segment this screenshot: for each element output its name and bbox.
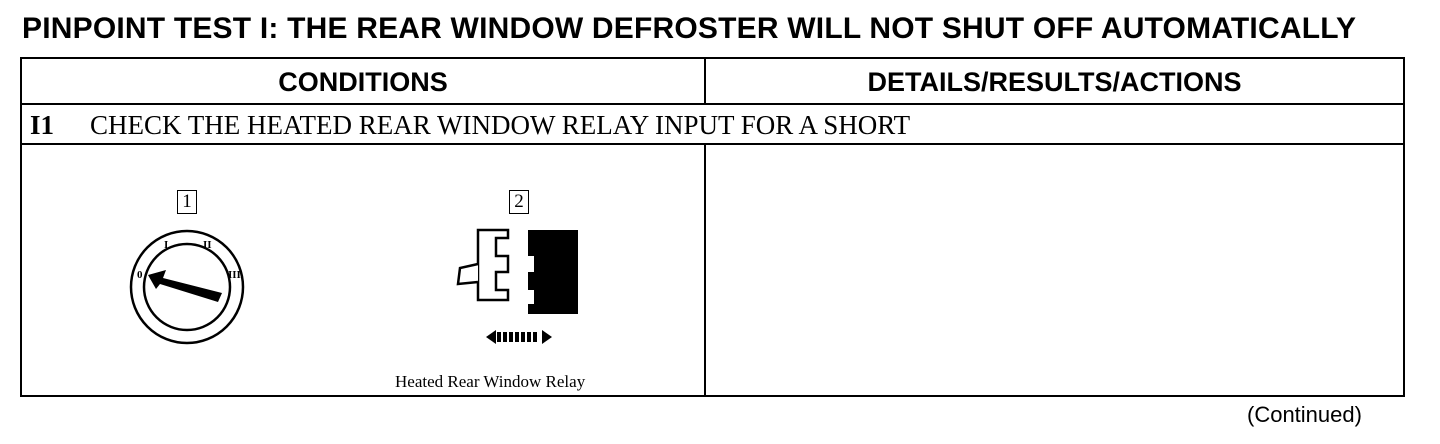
arrow-left-icon xyxy=(486,330,496,344)
key-pointer-icon xyxy=(148,270,222,302)
step-title: CHECK THE HEATED REAR WINDOW RELAY INPUT… xyxy=(90,110,911,140)
step-rule xyxy=(22,143,1403,145)
relay-connector-icon xyxy=(456,228,578,344)
position-0-label: 0 xyxy=(137,269,143,281)
callout-1: 1 xyxy=(177,190,197,214)
page-title: PINPOINT TEST I: THE REAR WINDOW DEFROST… xyxy=(22,12,1357,45)
callout-2: 2 xyxy=(509,190,529,214)
body-divider xyxy=(704,145,706,395)
position-iii-label: III xyxy=(228,269,241,281)
conditions-header: CONDITIONS xyxy=(278,67,448,97)
ignition-switch-icon: 0 I II III xyxy=(129,229,245,345)
header-divider xyxy=(704,59,706,103)
position-i-label: I xyxy=(164,239,168,251)
continued-label: (Continued) xyxy=(1247,402,1362,427)
relay-caption: Heated Rear Window Relay xyxy=(395,372,586,391)
arrow-right-icon xyxy=(542,330,552,344)
header-rule xyxy=(22,103,1403,105)
details-header: DETAILS/RESULTS/ACTIONS xyxy=(867,67,1242,97)
step-id: I1 xyxy=(30,110,55,140)
pinpoint-test-table: CONDITIONS DETAILS/RESULTS/ACTIONS I1 CH… xyxy=(20,57,1405,397)
position-ii-label: II xyxy=(203,239,212,251)
